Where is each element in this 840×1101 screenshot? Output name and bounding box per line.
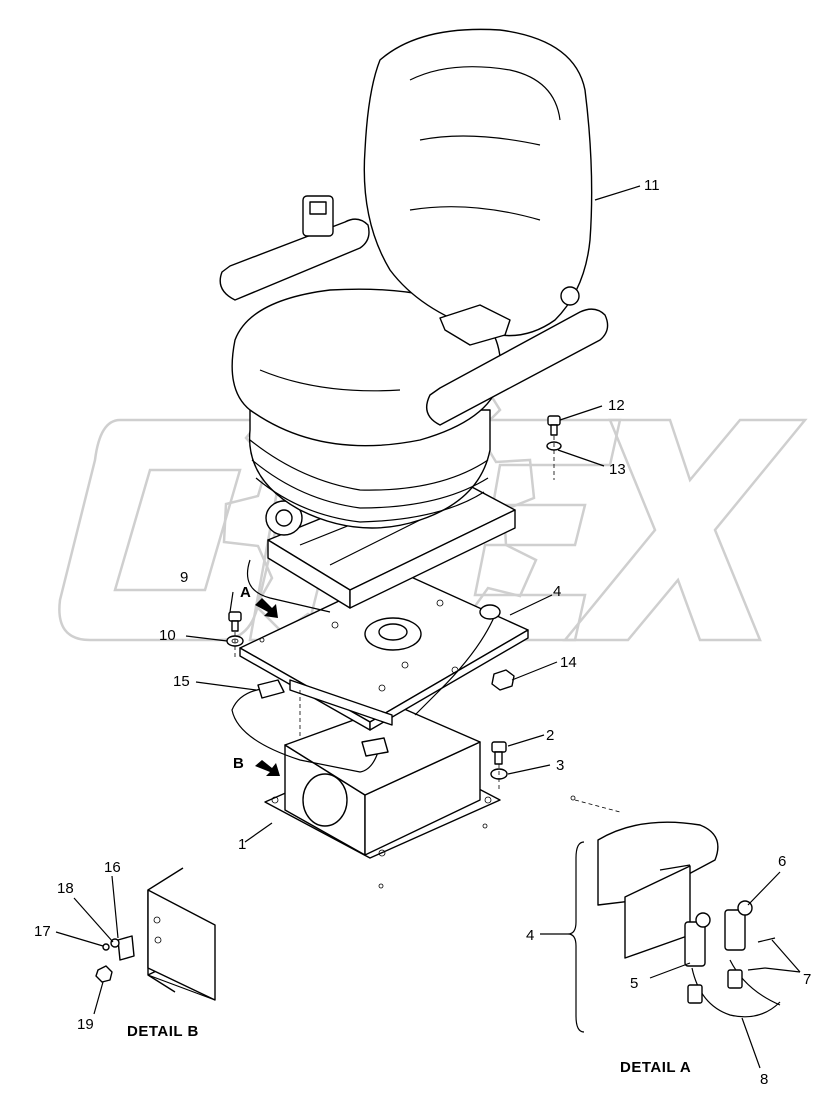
detail-a-leaders (649, 871, 801, 1069)
callout-15: 15 (173, 673, 190, 690)
callout-8: 8 (760, 1071, 768, 1088)
view-arrow-a (255, 598, 278, 618)
armrest-left (219, 195, 370, 301)
callout-13: 13 (609, 461, 626, 478)
view-marker-a: A (240, 584, 251, 601)
callout-11: 11 (644, 177, 660, 194)
detail-a-caption: DETAIL A (620, 1059, 691, 1076)
callout-14: 14 (560, 654, 577, 671)
leader-lines (185, 185, 641, 843)
callout-4: 4 (553, 583, 561, 600)
seat-backrest (363, 28, 593, 337)
callout-5: 5 (630, 975, 638, 992)
view-arrow-b (255, 760, 280, 776)
bolt-2 (491, 741, 507, 765)
armrest-right (426, 304, 609, 426)
callout-3: 3 (556, 757, 564, 774)
handle-bar (231, 679, 389, 773)
seat-pedestal (264, 704, 576, 889)
callout-1: 1 (238, 836, 246, 853)
bolt-9 (228, 611, 242, 632)
callout-9: 9 (180, 569, 188, 586)
detail-b-caption: DETAIL B (127, 1023, 199, 1040)
detail-a-drawing (597, 821, 781, 1018)
callout-12: 12 (608, 397, 625, 414)
callout-7: 7 (803, 971, 811, 988)
bolt-12 (547, 415, 561, 436)
callout-10: 10 (159, 627, 176, 644)
callout-4-detail: 4 (526, 927, 534, 944)
detail-b-drawing (95, 867, 216, 1001)
detail-b-leaders (55, 875, 119, 1015)
callout-16: 16 (104, 859, 121, 876)
view-marker-b: B (233, 755, 244, 772)
callout-17: 17 (34, 923, 51, 940)
callout-18: 18 (57, 880, 74, 897)
callout-6: 6 (778, 853, 786, 870)
nut-14 (491, 669, 515, 691)
callout-19: 19 (77, 1016, 94, 1033)
callout-2: 2 (546, 727, 554, 744)
detail-a-brace (540, 841, 585, 1033)
